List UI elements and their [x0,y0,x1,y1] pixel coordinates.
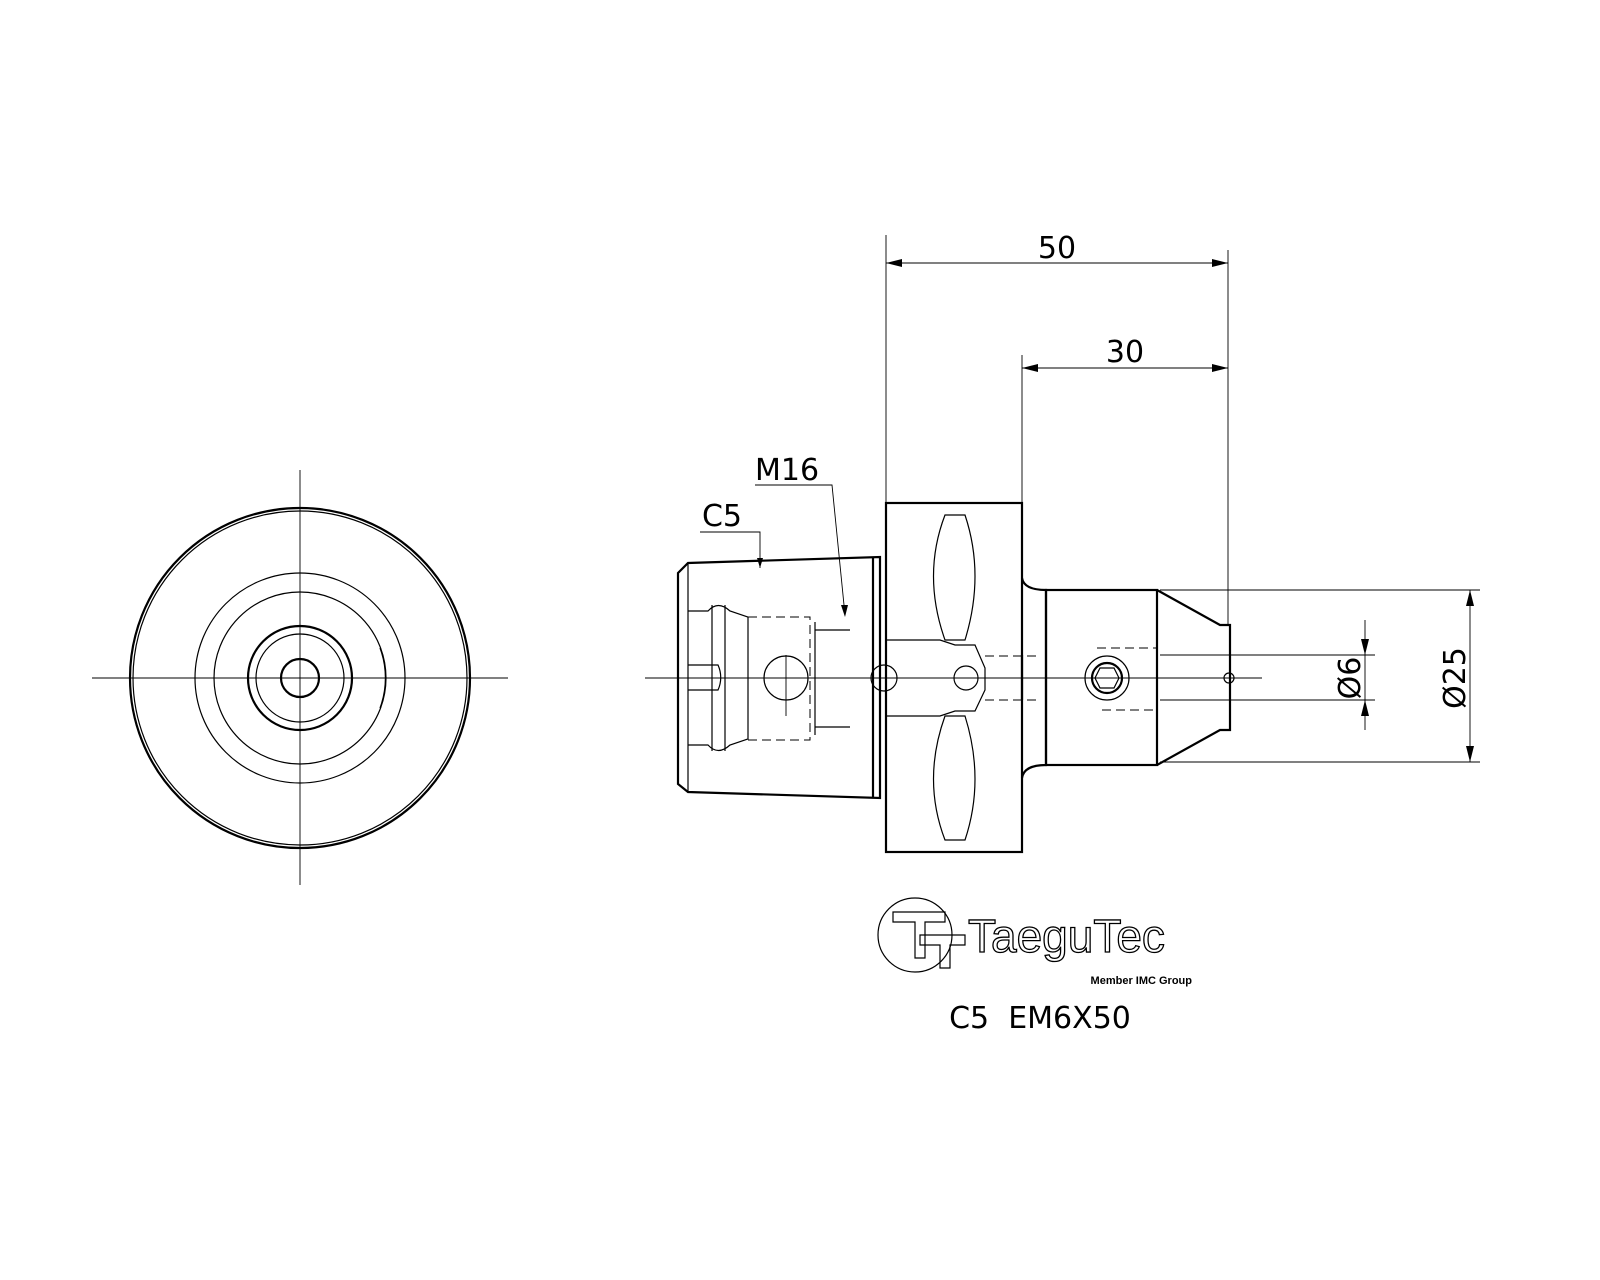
dimension-lines [700,235,1480,763]
logo-tagline: Member IMC Group [1091,975,1193,987]
front-view [92,470,508,885]
dim-overall-length: 50 [1038,231,1076,266]
part-designation: C5 EM6X50 [949,1001,1131,1036]
dim-thread: M16 [755,453,819,488]
dim-bore-diameter: Ø6 [1333,657,1368,700]
dim-collet: C5 [702,499,742,534]
logo-brand: TaeguTec [968,910,1165,962]
taegutec-logo: TaeguTec Member IMC Group [877,897,1193,987]
side-view [645,501,1262,854]
dim-shank-length: 30 [1106,335,1144,370]
dim-shank-diameter: Ø25 [1438,647,1473,709]
